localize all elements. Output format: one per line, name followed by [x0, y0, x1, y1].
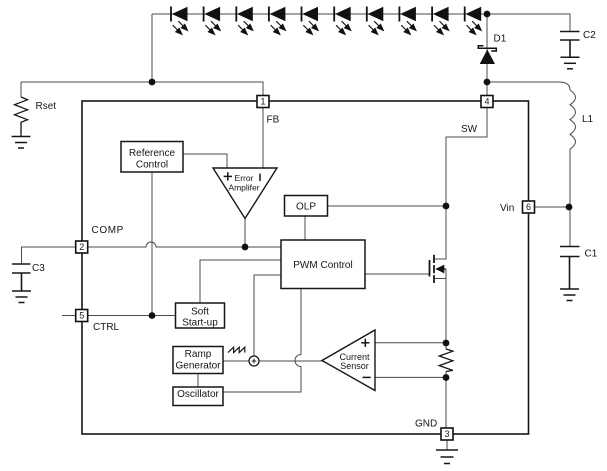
svg-text:COMP: COMP — [92, 225, 124, 236]
svg-text:C2: C2 — [583, 30, 596, 41]
svg-text:Ramp: Ramp — [185, 349, 212, 360]
svg-text:Reference: Reference — [129, 148, 176, 159]
svg-text:FB: FB — [267, 115, 280, 126]
svg-text:PWM Control: PWM Control — [293, 260, 352, 271]
svg-text:L1: L1 — [582, 114, 594, 125]
svg-text:6: 6 — [526, 202, 531, 212]
svg-text:Generator: Generator — [175, 361, 221, 372]
svg-text:CTRL: CTRL — [93, 322, 120, 333]
svg-text:GND: GND — [415, 419, 437, 430]
svg-text:5: 5 — [79, 311, 84, 321]
svg-text:Soft: Soft — [191, 307, 209, 318]
svg-text:Oscillator: Oscillator — [177, 389, 219, 400]
svg-text:1: 1 — [260, 97, 265, 107]
svg-text:Vin: Vin — [500, 203, 514, 214]
svg-text:OLP: OLP — [296, 202, 316, 213]
svg-text:Amplifer: Amplifer — [228, 183, 259, 193]
svg-text:Current: Current — [339, 352, 370, 362]
svg-text:3: 3 — [444, 429, 449, 439]
svg-text:4: 4 — [484, 97, 489, 107]
svg-text:Control: Control — [136, 160, 168, 171]
svg-text:Rset: Rset — [36, 101, 57, 112]
svg-text:D1: D1 — [494, 34, 507, 45]
svg-text:Start-up: Start-up — [182, 318, 218, 329]
svg-text:Error: Error — [235, 173, 254, 183]
svg-text:SW: SW — [461, 124, 478, 135]
svg-text:C1: C1 — [585, 249, 598, 260]
svg-text:C3: C3 — [32, 263, 45, 274]
svg-text:2: 2 — [79, 242, 84, 252]
svg-text:Sensor: Sensor — [340, 361, 369, 371]
